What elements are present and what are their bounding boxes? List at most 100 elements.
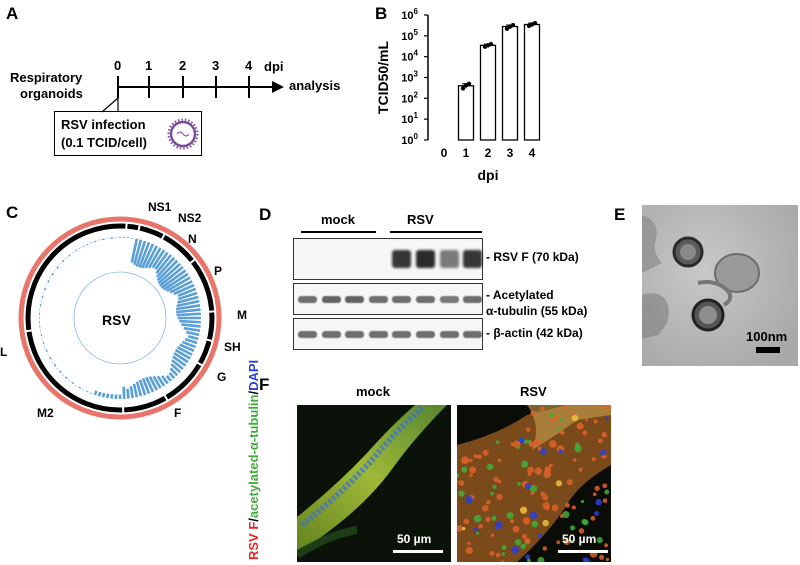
coverage-bar bbox=[157, 262, 182, 285]
coverage-bar bbox=[64, 376, 68, 380]
y-tick-label: 103 bbox=[401, 70, 418, 85]
cell-signal bbox=[518, 437, 525, 444]
coverage-bar bbox=[185, 330, 200, 337]
gene-boundary bbox=[207, 310, 216, 313]
cell-signal bbox=[593, 419, 598, 424]
coverage-bar bbox=[174, 348, 191, 360]
replicate-point bbox=[532, 20, 538, 26]
cell-signal bbox=[458, 480, 465, 486]
coverage-bar bbox=[148, 376, 158, 391]
cell-signal bbox=[578, 467, 583, 472]
source-line1: Respiratory bbox=[10, 70, 83, 85]
band-label-tubulin-line1: Acetylated bbox=[492, 288, 554, 302]
cell-signal bbox=[582, 519, 589, 526]
coverage-bar bbox=[177, 291, 198, 301]
cell-signal bbox=[485, 516, 491, 522]
panel-label-a: A bbox=[6, 4, 19, 23]
blot-band bbox=[345, 250, 364, 268]
blot-band bbox=[439, 250, 459, 268]
mock-bracket bbox=[301, 231, 376, 233]
cell-signal bbox=[604, 489, 610, 495]
coverage-bar bbox=[163, 272, 189, 291]
em-virions bbox=[642, 205, 798, 366]
stain-green: acetylated-α-tubulin bbox=[246, 394, 261, 519]
coverage-bar bbox=[135, 240, 147, 267]
cell-signal bbox=[494, 521, 503, 530]
coverage-bar bbox=[130, 238, 139, 263]
cell-signal bbox=[578, 528, 585, 534]
cell-signal bbox=[584, 418, 589, 422]
cell-signal bbox=[526, 427, 531, 432]
coverage-bar bbox=[45, 349, 48, 353]
gene-boundary bbox=[163, 393, 169, 402]
cell-signal bbox=[530, 410, 536, 416]
cell-signal bbox=[531, 520, 539, 528]
cell-signal bbox=[474, 527, 479, 532]
blot-band bbox=[298, 295, 317, 303]
cell-signal bbox=[482, 504, 489, 512]
y-tick-label: 100 bbox=[401, 132, 418, 147]
band-label-actin: - β-actin (42 kDa) bbox=[486, 326, 583, 340]
rsv-scale-label: 50 µm bbox=[562, 532, 597, 546]
coverage-bar bbox=[133, 239, 143, 266]
bar bbox=[479, 44, 497, 141]
cell-signal bbox=[559, 513, 565, 519]
cell-signal bbox=[566, 479, 573, 486]
blot-band bbox=[439, 295, 459, 303]
coverage-bar bbox=[138, 241, 151, 268]
cell-signal bbox=[600, 449, 607, 456]
cell-signal bbox=[516, 446, 520, 450]
infection-line2: (0.1 TCID/cell) bbox=[61, 135, 147, 150]
cell-signal bbox=[461, 466, 468, 473]
cell-signal bbox=[457, 525, 463, 532]
cell-signal bbox=[473, 454, 478, 459]
cell-signal bbox=[556, 540, 561, 545]
coverage-bar bbox=[169, 280, 193, 294]
cell-signal bbox=[597, 438, 603, 444]
cell-signal bbox=[461, 526, 466, 531]
cell-signal bbox=[512, 525, 520, 533]
cell-signal bbox=[602, 498, 608, 503]
cell-signal bbox=[563, 405, 568, 410]
gene-boundary bbox=[205, 338, 214, 343]
cell-signal bbox=[486, 500, 491, 505]
rsv-tissue bbox=[457, 405, 611, 562]
cell-signal bbox=[527, 558, 531, 562]
cell-signal bbox=[469, 466, 477, 474]
cell-signal bbox=[560, 430, 565, 435]
cell-signal bbox=[473, 514, 482, 523]
cell-signal bbox=[465, 546, 473, 555]
cell-signal bbox=[599, 554, 605, 560]
cell-signal bbox=[509, 519, 515, 524]
gene-boundary bbox=[195, 361, 204, 367]
cell-signal bbox=[529, 484, 538, 493]
condition-rsv: RSV bbox=[520, 384, 547, 399]
coverage-bar bbox=[145, 376, 155, 393]
cell-signal bbox=[542, 494, 549, 501]
cell-signal bbox=[537, 533, 542, 538]
cell-signal bbox=[528, 441, 535, 448]
blot-rsv-f bbox=[293, 238, 483, 280]
cell-signal bbox=[549, 463, 553, 468]
coverage-bar bbox=[155, 256, 176, 278]
cell-signal bbox=[491, 515, 497, 521]
blot-band bbox=[416, 250, 435, 268]
cell-signal bbox=[465, 495, 473, 504]
cell-signal bbox=[493, 476, 499, 483]
cell-signal bbox=[563, 538, 570, 545]
coverage-bar bbox=[165, 374, 172, 382]
coverage-bar bbox=[172, 355, 187, 367]
cell-signal bbox=[501, 552, 505, 556]
x-tick-label: 4 bbox=[529, 146, 536, 160]
y-axis-label: TCID50/mL bbox=[375, 40, 391, 114]
group-rsv: RSV bbox=[407, 212, 434, 227]
y-tick-label: 105 bbox=[401, 28, 418, 43]
y-tick-label: 106 bbox=[401, 7, 418, 22]
cell-signal bbox=[601, 431, 607, 438]
cell-signal bbox=[506, 512, 514, 519]
panel-label-b: B bbox=[375, 4, 388, 23]
coverage-bar bbox=[151, 249, 166, 269]
panel-label-c: C bbox=[6, 203, 19, 222]
